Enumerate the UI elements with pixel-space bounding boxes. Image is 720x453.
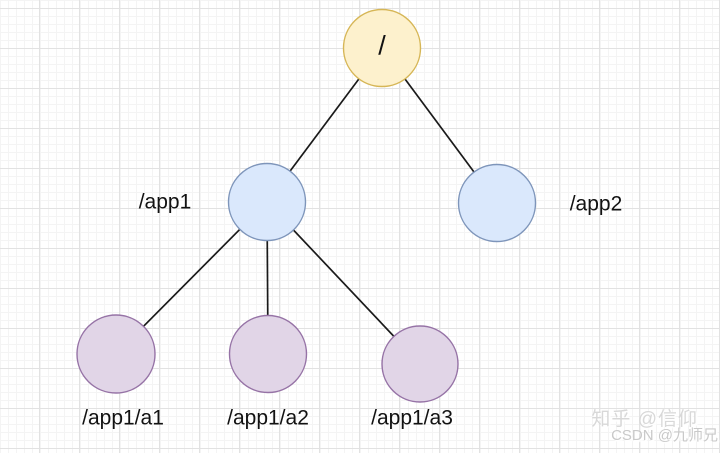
node-label-root: / (378, 30, 386, 61)
node-circle-app2 (457, 163, 537, 243)
watermark-zhihu: 知乎 @信仰 (591, 409, 698, 430)
node-label-app2: /app2 (569, 192, 623, 216)
node-label-a3: /app1/a3 (371, 406, 453, 430)
node-label-a2: /app1/a2 (227, 406, 309, 430)
node-circle-app1 (227, 162, 307, 242)
node-label-app1: /app1 (138, 190, 192, 214)
node-label-a1: /app1/a1 (82, 406, 164, 430)
node-circle-a3 (381, 325, 459, 403)
node-circle-root (342, 8, 422, 88)
watermark-csdn: CSDN @九师兄 (611, 427, 718, 444)
node-circle-a1 (76, 314, 156, 394)
node-circle-a2 (228, 314, 308, 394)
